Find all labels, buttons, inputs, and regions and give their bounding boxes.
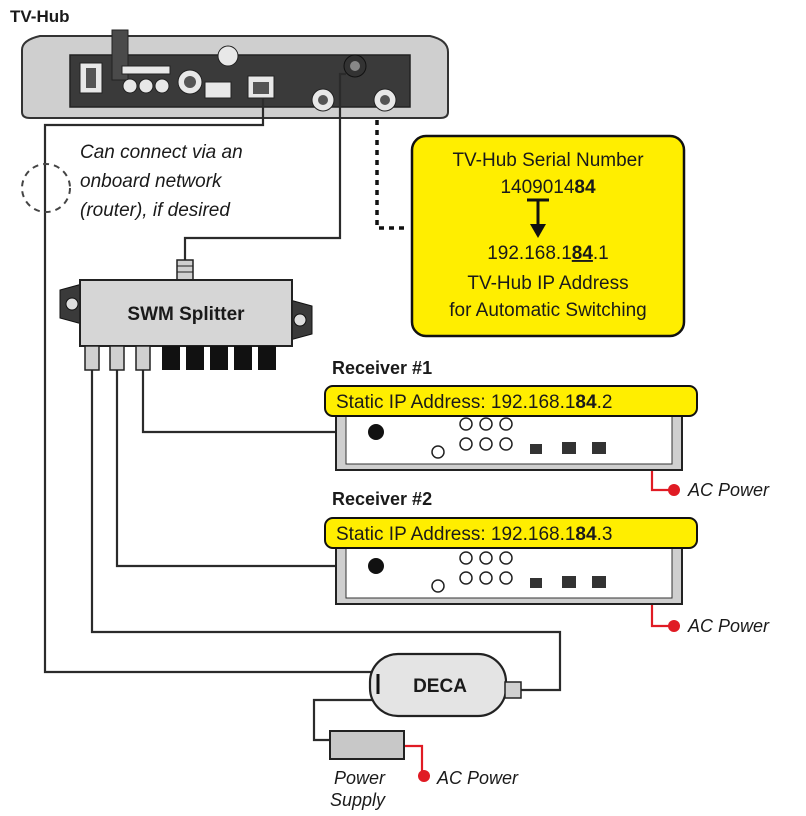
serial-heading: TV-Hub Serial Number — [452, 150, 644, 171]
serial-caption-1: TV-Hub IP Address — [467, 273, 628, 294]
power-supply-power: AC Power — [436, 768, 519, 788]
receiver-1-title: Receiver #1 — [332, 358, 432, 378]
power-supply-power-dot — [418, 770, 430, 782]
serial-caption-2: for Automatic Switching — [449, 300, 646, 321]
serial-number-box: TV-Hub Serial Number 140901484 192.168.1… — [410, 134, 686, 338]
deca-label: DECA — [413, 676, 467, 697]
serial-number: 140901484 — [500, 177, 596, 198]
tvhub-title: TV-Hub — [10, 7, 70, 26]
receiver-2: Receiver #2 Static IP Address: 192.168.1… — [324, 489, 770, 636]
receiver-2-power-dot — [668, 620, 680, 632]
svg-text:(router), if desired: (router), if desired — [80, 200, 231, 221]
svg-text:Can connect via an: Can connect via an — [80, 142, 243, 163]
receiver-1-ip: Static IP Address: 192.168.184.2 — [336, 392, 612, 413]
hub-ip-address: 192.168.184.1 — [487, 243, 609, 264]
receiver-1: Receiver #1 Static IP Address: 192.168.1… — [324, 358, 770, 500]
tvhub-device — [21, 29, 449, 119]
power-supply-line1: Power — [334, 768, 386, 788]
wires — [43, 72, 672, 774]
splitter-label: SWM Splitter — [127, 304, 245, 325]
power-supply: Power Supply AC Power — [329, 730, 519, 810]
deca-adapter: DECA — [368, 652, 522, 718]
swm-splitter: SWM Splitter — [59, 259, 313, 371]
receiver-1-power: AC Power — [687, 480, 770, 500]
receiver-2-ip: Static IP Address: 192.168.184.3 — [336, 524, 612, 545]
svg-text:onboard network: onboard network — [80, 171, 223, 192]
receiver-1-power-dot — [668, 484, 680, 496]
power-supply-line2: Supply — [330, 790, 386, 810]
receiver-2-power: AC Power — [687, 616, 770, 636]
serial-leader-line — [375, 120, 406, 230]
router-note: Can connect via an onboard network (rout… — [80, 142, 243, 221]
receiver-2-title: Receiver #2 — [332, 489, 432, 509]
router-optional-circle — [21, 163, 71, 213]
